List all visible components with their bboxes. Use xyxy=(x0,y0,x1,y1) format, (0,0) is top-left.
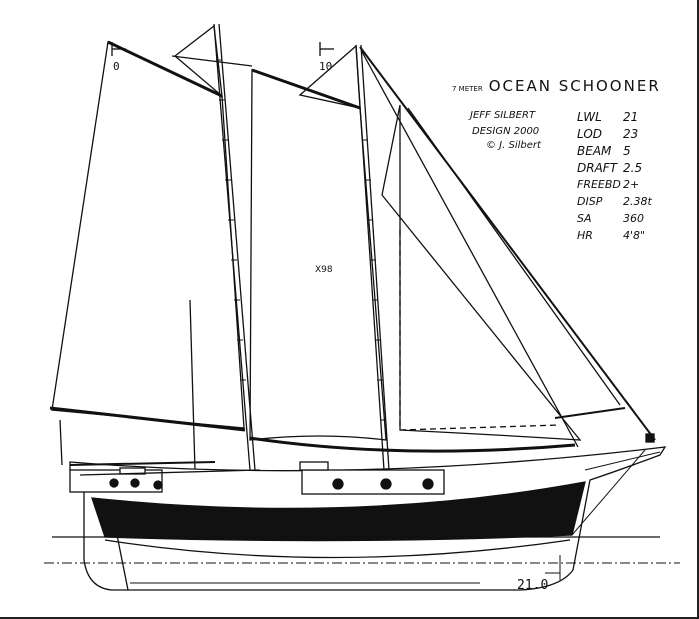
rigging-line xyxy=(189,299,196,471)
staysail-outline-dashed xyxy=(399,230,561,431)
mainsail xyxy=(249,69,387,441)
spec-value: 360 xyxy=(623,212,644,225)
station-label-10: 10 xyxy=(319,60,333,73)
title-text: OCEAN SCHOONER xyxy=(488,77,661,95)
forestay xyxy=(359,46,656,441)
spec-label: DRAFT xyxy=(577,161,618,175)
spec-row: HR 4'8" xyxy=(577,229,645,242)
rudder-line xyxy=(109,499,129,591)
deckhouse xyxy=(301,469,445,495)
jib-boom xyxy=(554,407,626,419)
sail-number: X98 xyxy=(315,265,333,275)
spec-label: FREEBD xyxy=(577,178,621,191)
spec-label: HR xyxy=(577,229,593,242)
designer-name: JEFF SILBERT xyxy=(470,110,536,121)
spec-value: 23 xyxy=(623,127,639,141)
spring-stay xyxy=(171,55,253,67)
spec-row: SA 360 xyxy=(577,212,644,225)
porthole xyxy=(422,478,434,490)
jib xyxy=(381,104,582,441)
main-boom xyxy=(249,436,576,453)
spec-value: 2.5 xyxy=(623,161,643,175)
porthole xyxy=(380,478,392,490)
ratlines xyxy=(216,59,386,421)
bowsprit-fitting xyxy=(645,433,655,443)
spec-row: DRAFT 2.5 xyxy=(577,161,642,175)
hull-curve xyxy=(104,539,571,559)
boot-stripe xyxy=(91,481,586,542)
design-year: DESIGN 2000 xyxy=(472,126,540,137)
foresail xyxy=(51,41,245,429)
fore-gaff xyxy=(107,40,223,98)
title-prefix: 7 METER xyxy=(452,85,483,93)
spec-value: 2+ xyxy=(623,178,640,191)
fore-boom xyxy=(49,406,246,432)
porthole xyxy=(332,478,344,490)
rail xyxy=(69,461,216,466)
stay-line xyxy=(407,107,621,406)
mainmast xyxy=(355,44,390,471)
spec-row: BEAM 5 xyxy=(577,144,631,158)
station-label-0: 0 xyxy=(113,60,120,73)
porthole xyxy=(109,478,119,488)
bobstay xyxy=(571,449,646,536)
deckhouse-hatch xyxy=(299,461,329,471)
signature: © J. Silbert xyxy=(486,140,541,151)
spec-label: DISP xyxy=(577,195,603,208)
bow-line xyxy=(584,451,661,471)
spec-label: BEAM xyxy=(577,144,612,158)
drawing-title: 7 METER OCEAN SCHOONER xyxy=(452,77,661,95)
spec-row: DISP 2.38t xyxy=(577,195,652,208)
spec-label: SA xyxy=(577,212,592,225)
rigging-line xyxy=(59,419,63,466)
main-topsail xyxy=(298,44,361,109)
porthole xyxy=(130,478,140,488)
spec-value: 5 xyxy=(623,144,631,158)
fore-topsail xyxy=(173,24,223,98)
spec-row: LWL 21 xyxy=(577,110,638,124)
spec-value: 2.38t xyxy=(623,195,652,208)
station-tick-10 xyxy=(319,42,334,56)
deck-line xyxy=(79,469,261,476)
spec-label: LWL xyxy=(577,110,602,124)
spec-row: LOD 23 xyxy=(577,127,638,141)
spec-label: LOD xyxy=(577,127,603,141)
hull xyxy=(44,446,680,591)
porthole xyxy=(153,480,163,490)
waterline-dimension: 21.0 xyxy=(517,578,549,593)
stay-line xyxy=(360,49,579,448)
spec-value: 4'8" xyxy=(623,229,646,242)
spec-value: 21 xyxy=(623,110,639,124)
